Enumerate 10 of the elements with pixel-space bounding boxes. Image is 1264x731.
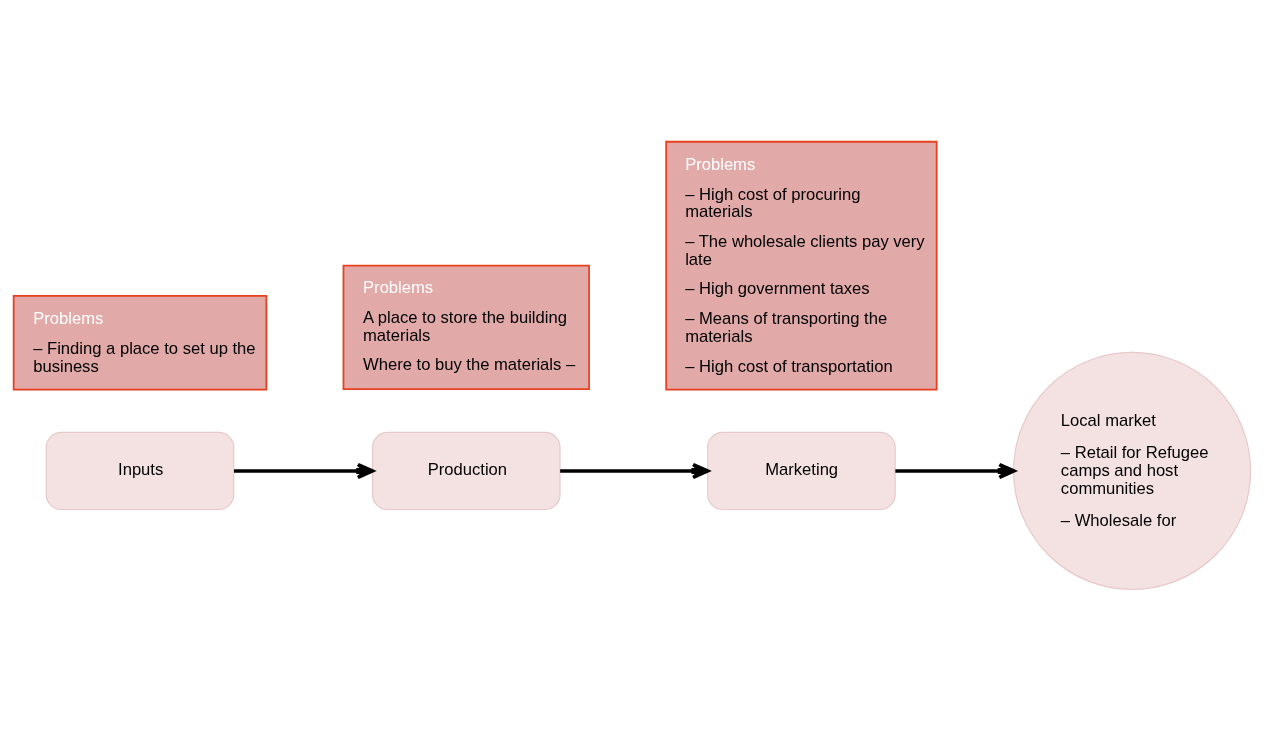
node-box: Problems – Finding a place to set up the business [12,295,268,391]
node-box: Inputs [45,431,235,511]
arrow [234,462,375,480]
arrow [895,462,1016,480]
node-box: Marketing [707,431,896,511]
node-box: Problems A place to store the building materials Where to buy the materials – [342,264,590,390]
node-circle: Local market – Retail for Refugee camps and host communities – Wholesale for [1012,351,1252,591]
node-box: Production [371,431,561,511]
arrow [560,462,710,480]
node-box: Problems – High cost of procuring materials – The wholesale clients pay very late – High government taxes – Means of transporting the materials – High cost of transportation [665,140,938,391]
